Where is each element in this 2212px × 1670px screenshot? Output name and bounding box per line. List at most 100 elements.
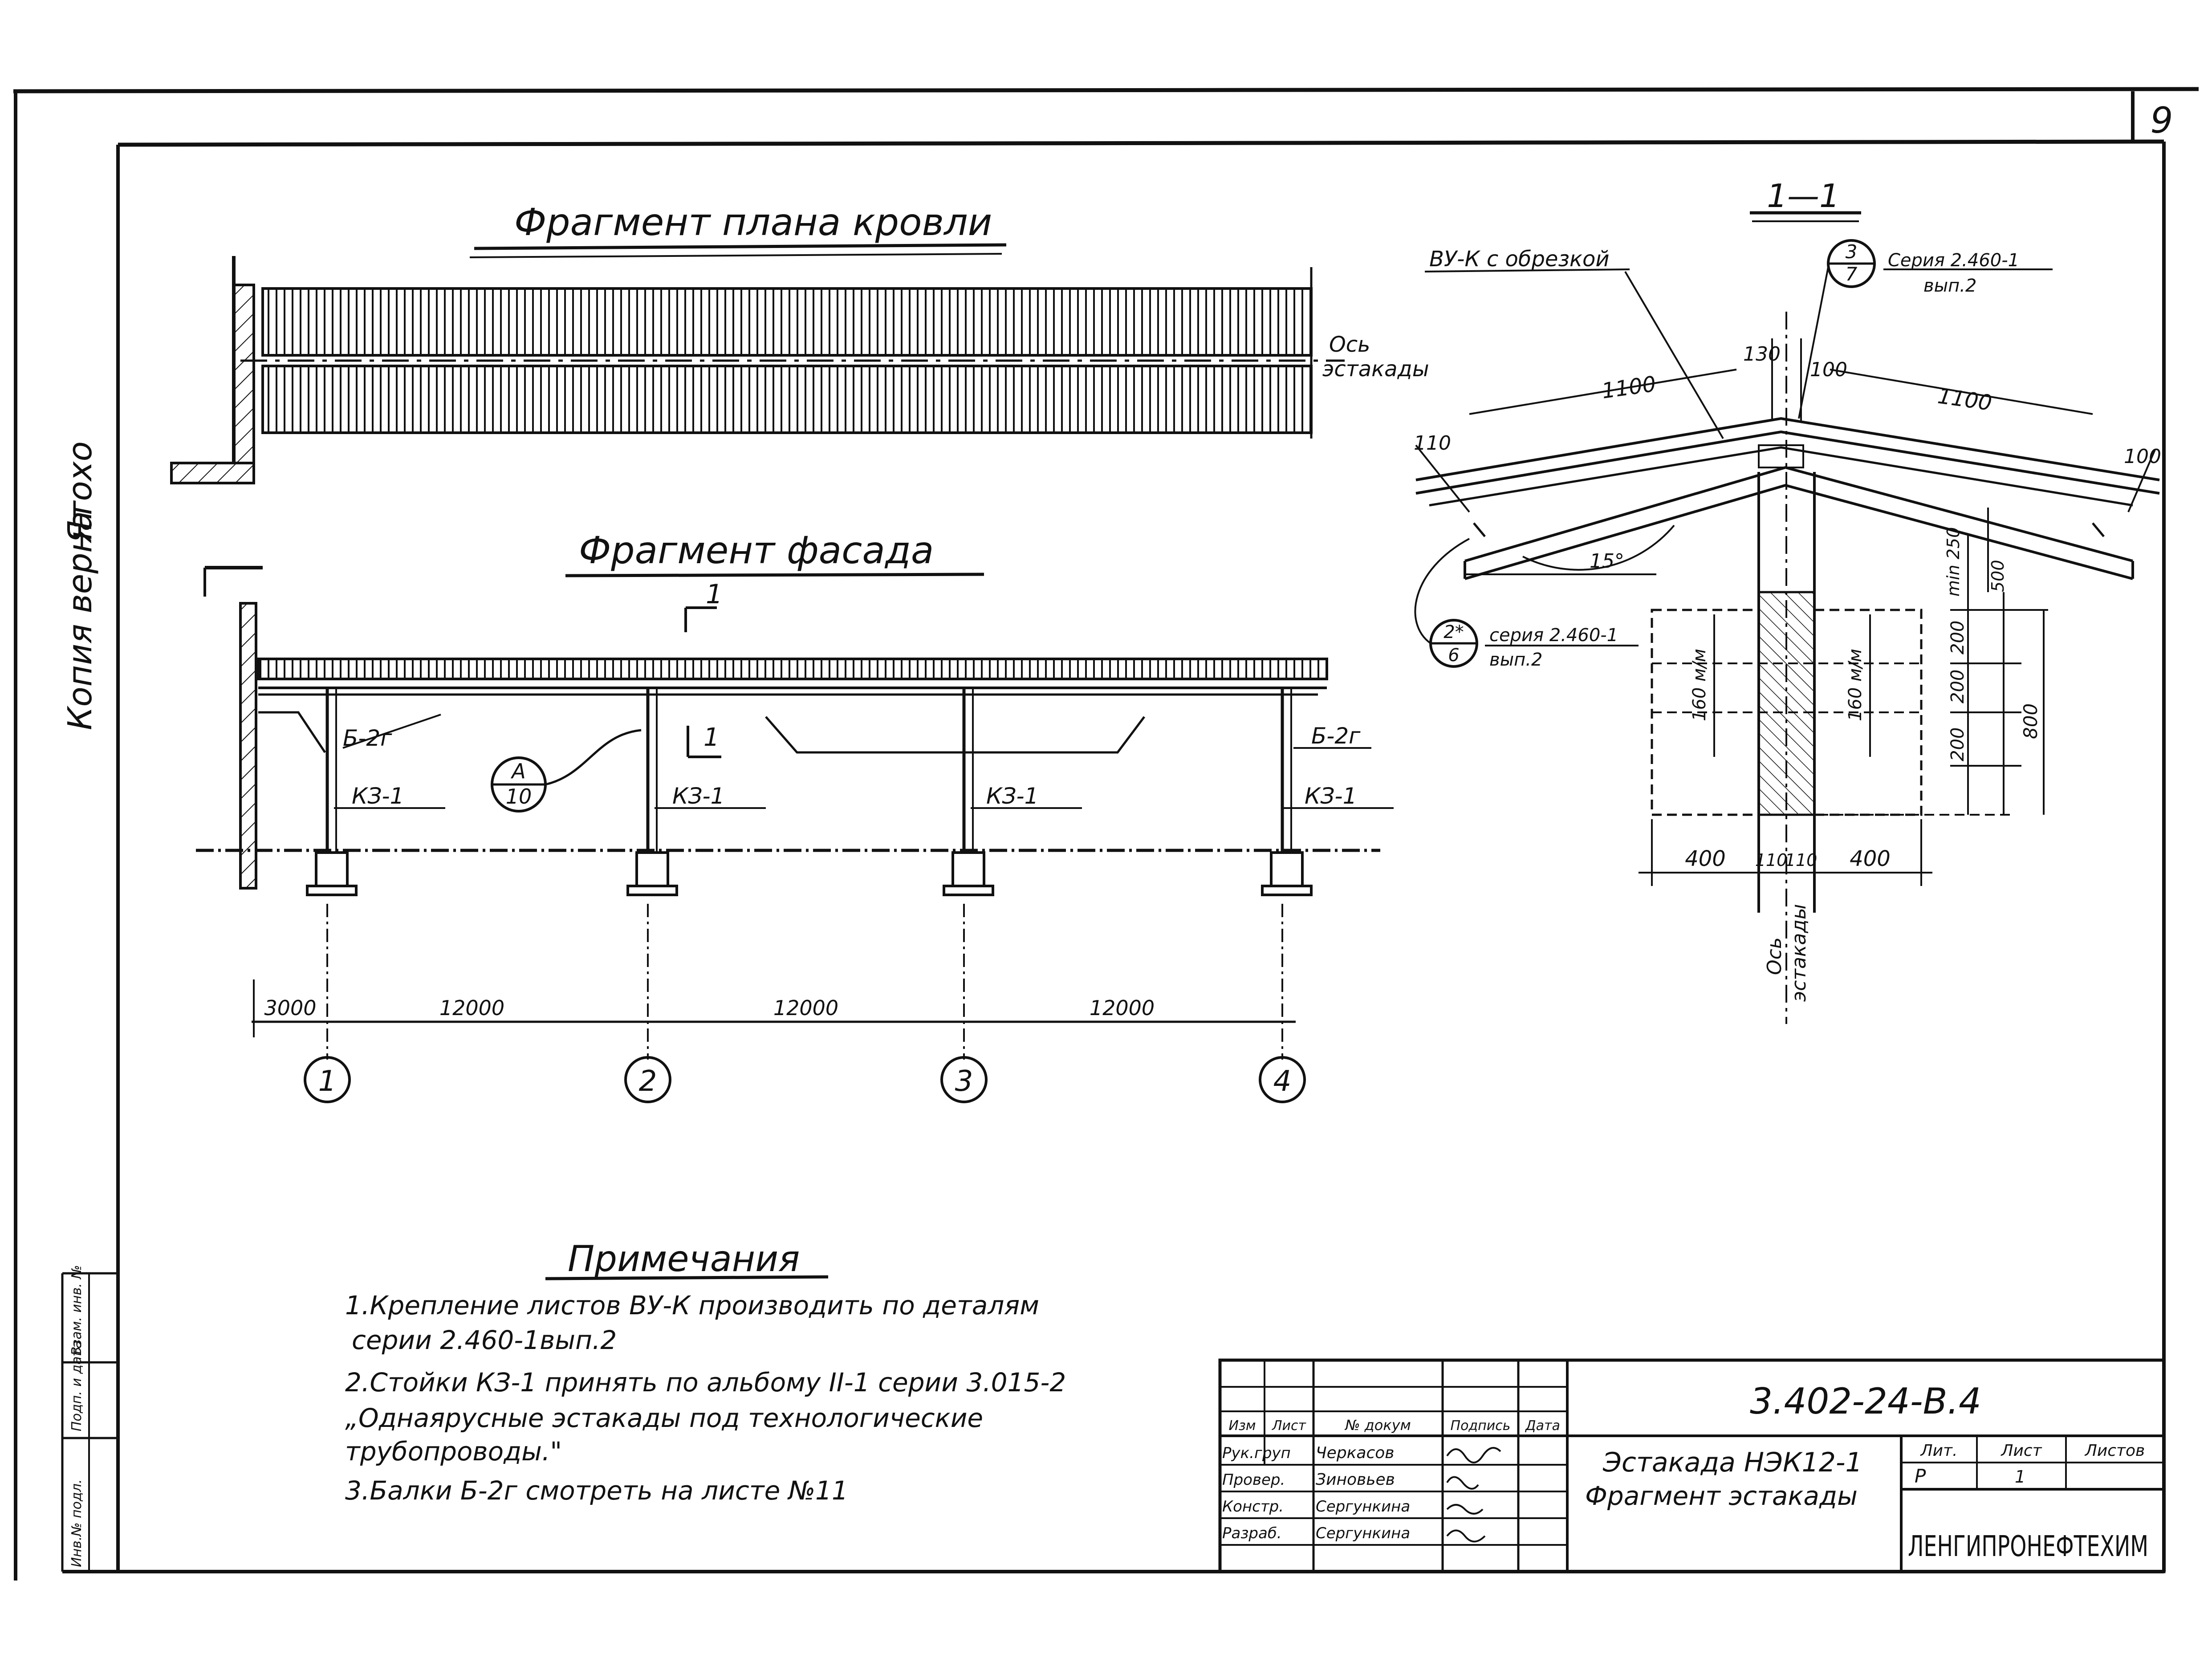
axis-1: 1 xyxy=(318,1065,337,1098)
dim-min250: min 250 xyxy=(1944,527,1963,597)
facade-dimensions: 3000 12000 12000 12000 xyxy=(252,904,1296,1060)
dim-top-130: 130 xyxy=(1743,343,1781,366)
stamp-left-1: Подп. и дата xyxy=(69,1341,85,1431)
side-note: Копия верна Ятохо xyxy=(61,441,99,730)
column-label-1: КЗ-1 xyxy=(352,783,404,809)
dim-12000-c: 12000 xyxy=(1090,996,1155,1020)
callout-3-7-top: 3 xyxy=(1846,241,1858,263)
callout-a10-top: А xyxy=(510,759,525,783)
note-line-5: трубопроводы." xyxy=(345,1436,562,1467)
dim-400-right: 400 xyxy=(1850,846,1891,871)
facade-columns xyxy=(325,688,1292,853)
dim-110-right: 110 xyxy=(1785,850,1818,870)
facade-section-mark: 1 xyxy=(706,579,723,610)
column-label-2: КЗ-1 xyxy=(672,783,724,809)
callout-a10: А 10 xyxy=(491,729,642,813)
doc-name-2: Фрагмент эстакады xyxy=(1585,1481,1858,1511)
dim-top-100-right: 100 xyxy=(2124,445,2161,468)
callout-2-6-issue: вып.2 xyxy=(1489,650,1542,670)
dim-top-100: 100 xyxy=(1810,358,1847,381)
dim-top-110: 110 xyxy=(1414,432,1451,455)
org-name: ЛЕНГИПРОНЕФТЕХИМ xyxy=(1908,1530,2148,1563)
dim-200-a: 200 xyxy=(1948,621,1968,654)
section-axis-label-0: Ось xyxy=(1763,937,1786,975)
side-note-text: Копия верна xyxy=(61,511,99,730)
doc-code: 3.402-24-В.4 xyxy=(1750,1381,1981,1422)
note-line-1: 1.Крепление листов ВУ-К производить по д… xyxy=(345,1290,1039,1321)
beam-label-right: Б-2г xyxy=(1311,723,1361,749)
sheet-label: ВУ-К с обрезкой xyxy=(1429,247,1610,272)
section-roof xyxy=(1415,417,2160,580)
callout-a10-bottom: 10 xyxy=(506,784,532,809)
axis-bubbles: 1 2 3 4 xyxy=(304,1056,1306,1103)
hdr-doc: № докум xyxy=(1344,1417,1411,1434)
axis-2: 2 xyxy=(639,1065,657,1098)
sheet-frame xyxy=(13,87,2199,1581)
row-role-2: Провер. xyxy=(1222,1471,1285,1489)
dim-top-1100-left: 1100 xyxy=(1600,371,1658,403)
dim-200-c: 200 xyxy=(1948,727,1968,761)
sheet-number: 9 xyxy=(2151,100,2173,141)
section-column xyxy=(1757,312,1816,1024)
signature-marks xyxy=(1446,1447,1501,1543)
row-name-4: Сергункина xyxy=(1316,1524,1410,1542)
hdr-sign: Подпись xyxy=(1451,1418,1511,1434)
section-title: 1—1 xyxy=(1767,177,1840,215)
plan-axis-label-0: Ось xyxy=(1329,332,1370,357)
note-line-2: серии 2.460-1вып.2 xyxy=(352,1325,617,1355)
roof-panel-upper xyxy=(261,287,1313,357)
callout-3-7-bottom: 7 xyxy=(1846,263,1858,285)
dim-3000: 3000 xyxy=(264,996,316,1020)
row-name-2: Зиновьев xyxy=(1316,1471,1395,1489)
callout-2-6-bottom: 6 xyxy=(1448,645,1459,666)
dim-110-left: 110 xyxy=(1755,850,1788,870)
row-name-1: Черкасов xyxy=(1316,1444,1395,1462)
dim-200-b: 200 xyxy=(1948,670,1968,703)
plan-axis-label-1: эстакады xyxy=(1322,357,1429,382)
stage-val-lit: Р xyxy=(1915,1465,1926,1487)
column-label-4: КЗ-1 xyxy=(1305,783,1357,809)
facade: Фрагмент фасада 1 xyxy=(196,528,1394,1103)
plan-title: Фрагмент плана кровли xyxy=(514,200,992,244)
row-role-1: Рук.груп xyxy=(1222,1444,1291,1462)
note-line-4: „Однаярусные эстакады под технологически… xyxy=(345,1403,983,1433)
dim-800: 800 xyxy=(2020,703,2041,739)
row-name-3: Сергункина xyxy=(1316,1498,1410,1516)
section-plates xyxy=(1651,609,2010,816)
note-line-6: 3.Балки Б-2г смотреть на листе №11 xyxy=(345,1475,848,1506)
dim-12000-a: 12000 xyxy=(439,996,504,1020)
stamp-left-0: Инв.№ подл. xyxy=(69,1479,85,1567)
dim-bolt-left: 160 м/м xyxy=(1689,649,1710,721)
axis-3: 3 xyxy=(955,1065,973,1098)
row-role-3: Констр. xyxy=(1222,1498,1284,1516)
stage-hdr-lit: Лит. xyxy=(1920,1442,1958,1460)
dim-400-left: 400 xyxy=(1685,846,1726,871)
beam-label-left: Б-2г xyxy=(343,725,392,751)
callout-3-7-ref: Серия 2.460-1 xyxy=(1888,250,2019,271)
left-stamp: Инв.№ подл. Подп. и дата Взам. инв. № xyxy=(69,1265,85,1567)
dim-500: 500 xyxy=(1988,560,2008,592)
facade-section-mark-2: 1 xyxy=(703,723,720,752)
title-block: 3.402-24-В.4 Эстакада НЭК12-1 Фрагмент э… xyxy=(1218,1358,2166,1573)
facade-footings xyxy=(306,851,1313,896)
note-line-3: 2.Стойки КЗ-1 принять по альбому II-1 се… xyxy=(345,1367,1066,1398)
doc-name-1: Эстакада НЭК12-1 xyxy=(1602,1447,1862,1478)
stamp-left-2: Взам. инв. № xyxy=(69,1265,85,1356)
row-role-4: Разраб. xyxy=(1222,1524,1282,1542)
stage-hdr-list: Лист xyxy=(2000,1442,2042,1460)
section-bottom-dims xyxy=(1639,819,1932,886)
hdr-izm: Изм xyxy=(1228,1418,1256,1434)
callout-3-7-issue: вып.2 xyxy=(1923,276,1976,296)
callout-2-6: 2* 6 серия 2.460-1 вып.2 xyxy=(1414,538,1639,670)
roof-panel-lower xyxy=(261,365,1313,434)
axis-4: 4 xyxy=(1273,1065,1292,1098)
callout-3-7: 3 7 Серия 2.460-1 вып.2 xyxy=(1798,239,2053,419)
angle-15: 15° xyxy=(1590,550,1624,573)
column-label-3: КЗ-1 xyxy=(986,783,1038,809)
section-1-1: 1—1 ВУ-К с обрезкой 3 7 Серия 2.460-1 вы… xyxy=(1414,177,2161,1024)
hdr-list: Лист xyxy=(1272,1418,1307,1434)
callout-2-6-ref: серия 2.460-1 xyxy=(1489,625,1618,646)
callout-2-6-top: 2* xyxy=(1443,622,1464,642)
dim-top-1100-right: 1100 xyxy=(1936,383,1993,415)
